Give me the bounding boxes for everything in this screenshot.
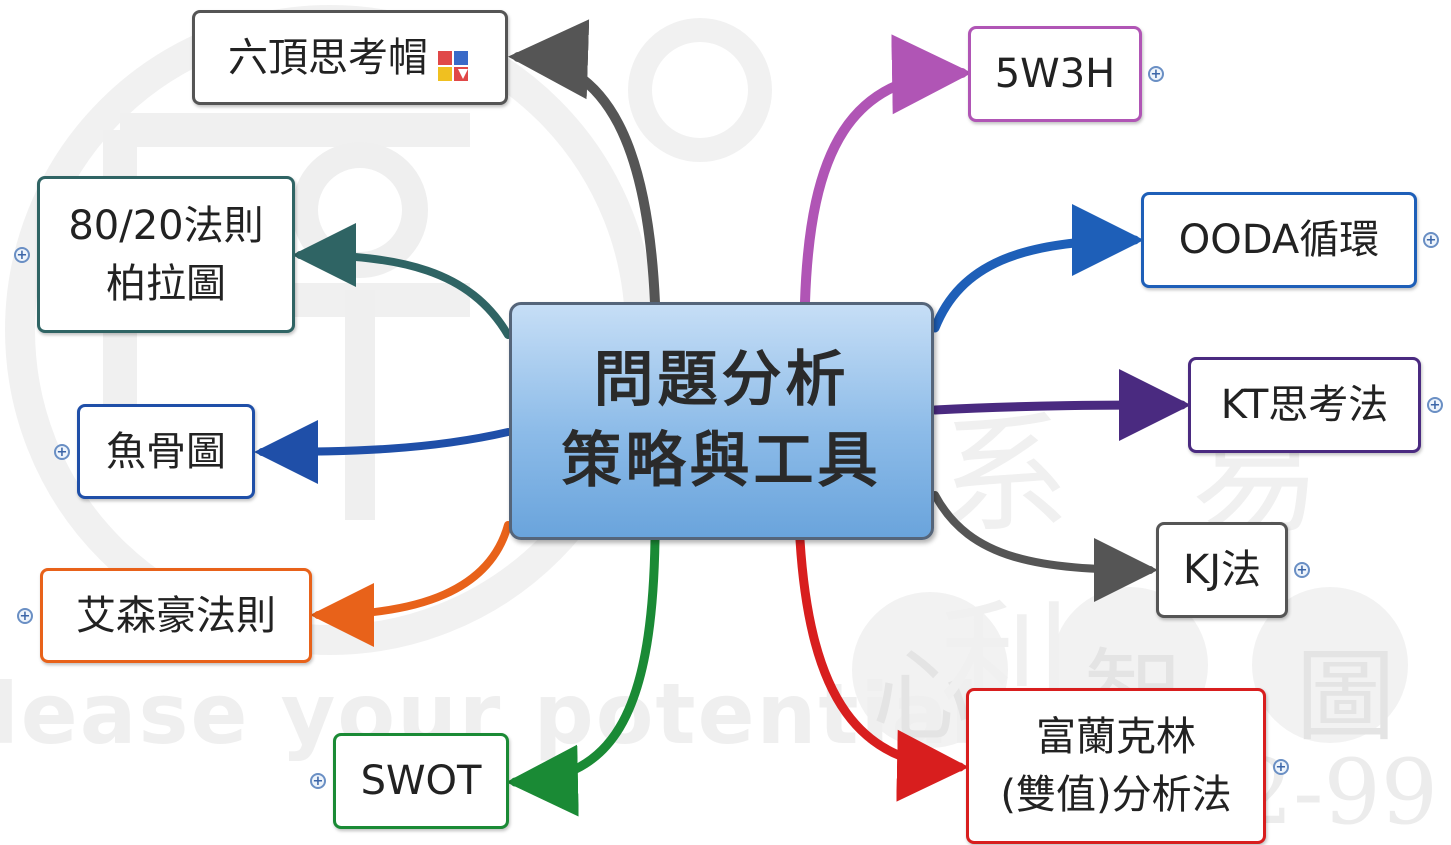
node-six-hats-label: 六頂思考帽 xyxy=(228,34,428,81)
expand-eisenhower-icon[interactable]: + xyxy=(17,608,33,624)
node-eisenhower-label: 艾森豪法則 xyxy=(76,592,276,639)
node-fishbone[interactable]: 魚骨圖 xyxy=(77,404,255,499)
node-kj[interactable]: KJ法 xyxy=(1156,522,1288,618)
connector-kj xyxy=(931,491,1158,602)
node-pareto-line1: 80/20法則 xyxy=(68,202,264,249)
node-ooda-label: OODA循環 xyxy=(1178,217,1380,263)
node-kj-label: KJ法 xyxy=(1182,547,1262,593)
node-swot[interactable]: SWOT xyxy=(333,733,509,829)
expand-kj-icon[interactable]: + xyxy=(1294,562,1310,578)
node-eisenhower[interactable]: 艾森豪法則 xyxy=(40,568,312,663)
node-franklin-line2: (雙值)分析法 xyxy=(1000,772,1232,818)
connector-franklin xyxy=(795,535,969,802)
node-5w3h[interactable]: 5W3H xyxy=(968,26,1142,122)
connector-fishbone xyxy=(254,419,512,484)
expand-ooda-icon[interactable]: + xyxy=(1423,232,1439,248)
central-topic-line1: 問題分析 xyxy=(593,345,850,415)
node-franklin-line1: 富蘭克林 xyxy=(1036,714,1196,760)
six-hats-icon xyxy=(436,41,472,81)
node-fishbone-label: 魚骨圖 xyxy=(106,428,226,475)
expand-franklin-icon[interactable]: + xyxy=(1273,759,1289,775)
expand-kt-icon[interactable]: + xyxy=(1427,397,1443,413)
connector-six-hats xyxy=(508,19,660,308)
connector-swot xyxy=(506,535,660,817)
node-swot-label: SWOT xyxy=(360,758,482,804)
node-kt[interactable]: KT思考法 xyxy=(1188,357,1421,453)
central-topic[interactable]: 問題分析 策略與工具 xyxy=(509,302,934,540)
connector-ooda xyxy=(930,204,1144,333)
node-5w3h-label: 5W3H xyxy=(994,51,1116,97)
node-kt-label: KT思考法 xyxy=(1220,382,1389,428)
node-six-hats[interactable]: 六頂思考帽 xyxy=(192,10,508,105)
connector-pareto xyxy=(292,223,512,339)
expand-swot-icon[interactable]: + xyxy=(310,773,326,789)
node-franklin[interactable]: 富蘭克林 (雙值)分析法 xyxy=(966,688,1266,844)
connector-5w3h xyxy=(800,34,972,307)
node-ooda[interactable]: OODA循環 xyxy=(1141,192,1417,288)
expand-pareto-icon[interactable]: + xyxy=(14,247,30,263)
connector-kt xyxy=(930,369,1191,442)
expand-fishbone-icon[interactable]: + xyxy=(54,444,70,460)
node-pareto-line2: 柏拉圖 xyxy=(106,260,226,307)
node-pareto[interactable]: 80/20法則 柏拉圖 xyxy=(37,176,295,333)
expand-5w3h-icon[interactable]: + xyxy=(1148,66,1164,82)
connector-eisenhower xyxy=(310,521,512,647)
central-topic-line2: 策略與工具 xyxy=(561,426,882,496)
